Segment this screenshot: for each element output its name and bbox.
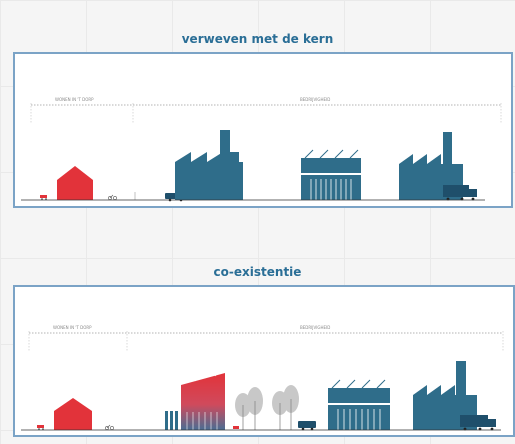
tree-icon [283, 385, 299, 430]
tree-icon [235, 393, 251, 430]
diagram-panel-verweven: WONEN IN 'T DORP BEDRIJVIGHEID [13, 52, 513, 208]
car-icon [37, 425, 44, 430]
tree-icon [247, 387, 263, 430]
house-icon [54, 398, 92, 430]
bicycle-icon [108, 194, 117, 200]
diagram-illustration-co-existentie: WONEN IN 'T DORP BEDRIJVIGHEID [21, 325, 504, 431]
bench-icon [233, 426, 239, 429]
diagram-title-co-existentie: co-existentie [213, 265, 302, 279]
warehouse-icon [328, 379, 390, 430]
diagram-title-verweven: verweven met de kern [181, 32, 334, 46]
warehouse-icon [301, 149, 361, 200]
mixed-use-building-icon [165, 369, 225, 430]
diagram-illustration-verweven: WONEN IN 'T DORP BEDRIJVIGHEID [21, 97, 502, 202]
bicycle-icon [105, 424, 114, 430]
car-icon [40, 195, 47, 200]
zone-label-wonen: WONEN IN 'T DORP [55, 97, 94, 102]
car-icon [298, 421, 316, 431]
truck-icon [460, 415, 496, 431]
factory-icon [175, 130, 243, 200]
zone-label-wonen: WONEN IN 'T DORP [53, 325, 92, 330]
zone-label-bedrijvigheid: BEDRIJVIGHEID [300, 325, 330, 330]
diagram-panel-co-existentie: WONEN IN 'T DORP BEDRIJVIGHEID [13, 285, 515, 437]
zone-label-bedrijvigheid: BEDRIJVIGHEID [300, 97, 330, 102]
house-icon [57, 166, 93, 200]
